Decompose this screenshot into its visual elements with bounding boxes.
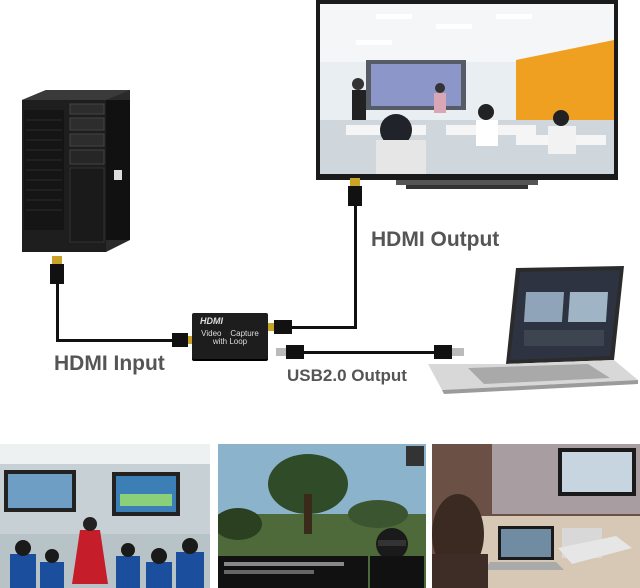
hdmi-output-label: HDMI Output	[371, 228, 500, 251]
device-line-2: with Loop	[212, 337, 248, 346]
tv-monitor-icon	[316, 0, 618, 192]
hdmi-output-cable	[354, 204, 357, 329]
hdmi-input-cable	[56, 282, 59, 342]
device-logo: HDMI	[200, 316, 223, 326]
desktop-pc-icon	[22, 90, 130, 252]
classroom-photo	[0, 444, 210, 588]
video-conference-photo	[432, 444, 640, 588]
hdmi-output-cable-horizontal	[290, 326, 356, 329]
usb-cable	[300, 351, 436, 354]
hdmi-plug-icon	[50, 256, 64, 284]
laptop-icon	[428, 264, 638, 394]
usb-output-label: USB2.0 Output	[287, 366, 407, 385]
capture-card-icon: HDMI Video Capture with Loop	[192, 313, 268, 359]
hdmi-input-cable-horizontal	[56, 339, 182, 342]
usb-plug-icon	[434, 345, 464, 359]
device-line-1: Video Capture	[201, 329, 259, 338]
usb-plug-icon	[276, 345, 304, 359]
hdmi-plug-icon	[266, 320, 292, 334]
game-stream-photo	[218, 444, 426, 588]
hdmi-input-label: HDMI Input	[54, 352, 165, 375]
hdmi-plug-icon	[348, 178, 362, 206]
